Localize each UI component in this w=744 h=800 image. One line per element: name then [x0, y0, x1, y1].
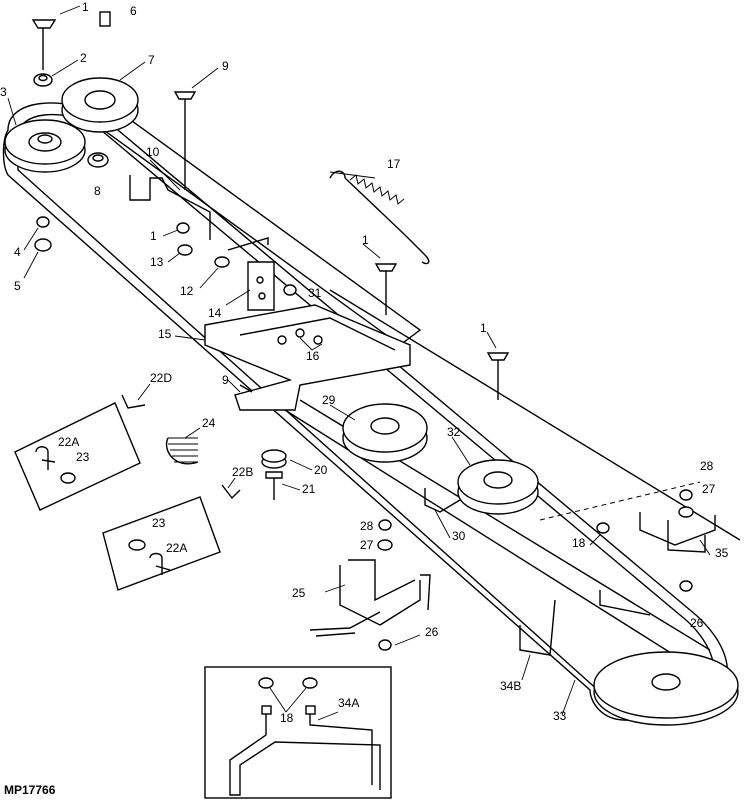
callout-4: 4	[14, 245, 21, 259]
callout-14: 14	[208, 306, 222, 320]
callout-35: 35	[715, 546, 729, 560]
nut-1-small	[176, 222, 190, 234]
callout-10: 10	[146, 145, 160, 159]
callout-1: 1	[480, 321, 487, 335]
bracket-14	[227, 237, 275, 311]
callout-22B: 22B	[232, 465, 253, 479]
clip-9	[239, 384, 253, 393]
pulley-29	[342, 403, 428, 463]
callout-1: 1	[362, 233, 369, 247]
pulley-32	[457, 459, 539, 515]
callout-15: 15	[158, 327, 172, 341]
belt-guide-30	[424, 488, 461, 513]
callout-25: 25	[292, 586, 306, 600]
nut-26-b	[679, 580, 693, 592]
nut-28-a	[378, 519, 392, 531]
spindle-pulley-large	[593, 651, 739, 726]
dashed-reference-line	[539, 481, 701, 521]
idler-arm-plate	[204, 304, 411, 411]
callout-34B: 34B	[500, 679, 521, 693]
callout-20: 20	[314, 463, 328, 477]
callout-27: 27	[360, 538, 374, 552]
nut-27-a	[377, 539, 393, 551]
callout-2: 2	[80, 51, 87, 65]
detail-box-22A-lower	[102, 496, 221, 591]
callout-6: 6	[130, 4, 137, 18]
callout-18: 18	[280, 711, 294, 725]
belt-guide-34B	[519, 590, 651, 656]
callout-5: 5	[14, 279, 21, 293]
spring-24	[165, 437, 199, 465]
nut-27-b	[678, 506, 694, 518]
callout-28: 28	[360, 519, 374, 533]
callout-28: 28	[700, 459, 714, 473]
callout-21: 21	[302, 482, 316, 496]
callout-labels: 1 6 2 7 9 3 8 10 1 13 4 5 12 14 31 17 1 …	[0, 0, 729, 725]
figure-code: MP17766	[4, 783, 56, 797]
callout-29: 29	[322, 393, 336, 407]
leader-lines	[7, 5, 711, 721]
pulley-idler-7	[61, 77, 139, 133]
callout-33: 33	[553, 709, 567, 723]
detail-box-22A-upper	[14, 402, 141, 511]
callout-23: 23	[76, 450, 90, 464]
detail-box-34A	[204, 666, 392, 799]
callout-9: 9	[222, 59, 229, 73]
spacer-20	[261, 449, 287, 469]
washer-12	[214, 256, 230, 268]
callout-22A: 22A	[58, 435, 79, 449]
callout-16: 16	[306, 349, 320, 363]
clip-22B	[221, 484, 241, 500]
callout-7: 7	[148, 53, 155, 67]
nut-5	[34, 238, 52, 252]
tension-spring-17	[329, 170, 430, 265]
bolt-9-top	[173, 91, 197, 190]
clip-22D	[121, 394, 146, 409]
callout-3: 3	[0, 85, 7, 99]
bolt-21	[265, 471, 283, 500]
callout-17: 17	[387, 157, 401, 171]
carriage-bolt-1-right	[486, 352, 510, 400]
callout-32: 32	[447, 425, 461, 439]
callout-18: 18	[572, 536, 586, 550]
pulley-drive-3	[4, 119, 86, 173]
carriage-bolt-1-top	[31, 19, 57, 70]
callout-30: 30	[452, 529, 466, 543]
bracket-10	[129, 175, 211, 240]
callout-23: 23	[152, 516, 166, 530]
callout-9: 9	[222, 373, 229, 387]
callout-31: 31	[308, 286, 322, 300]
bracket-35	[639, 512, 716, 553]
callout-1: 1	[150, 229, 157, 243]
nut-13	[177, 244, 193, 256]
bushing-8	[87, 152, 109, 168]
nut-2	[33, 73, 53, 87]
belt-guide-25	[309, 559, 431, 637]
callout-22D: 22D	[150, 371, 172, 385]
callout-34A: 34A	[338, 696, 359, 710]
nut-18-a	[596, 522, 610, 534]
callout-8: 8	[94, 184, 101, 198]
washer-4	[36, 216, 50, 228]
callout-22A: 22A	[166, 541, 187, 555]
callout-13: 13	[150, 255, 164, 269]
callout-12: 12	[180, 284, 194, 298]
nut-28-b	[679, 489, 693, 501]
carriage-bolt-1-mid	[374, 263, 398, 315]
callout-27: 27	[702, 482, 716, 496]
callout-1: 1	[82, 0, 89, 14]
nut-26-a	[378, 639, 392, 651]
callout-26: 26	[425, 625, 439, 639]
key-6	[99, 11, 111, 27]
callout-26: 26	[690, 616, 704, 630]
callout-24: 24	[202, 416, 216, 430]
nut-31	[283, 284, 297, 296]
